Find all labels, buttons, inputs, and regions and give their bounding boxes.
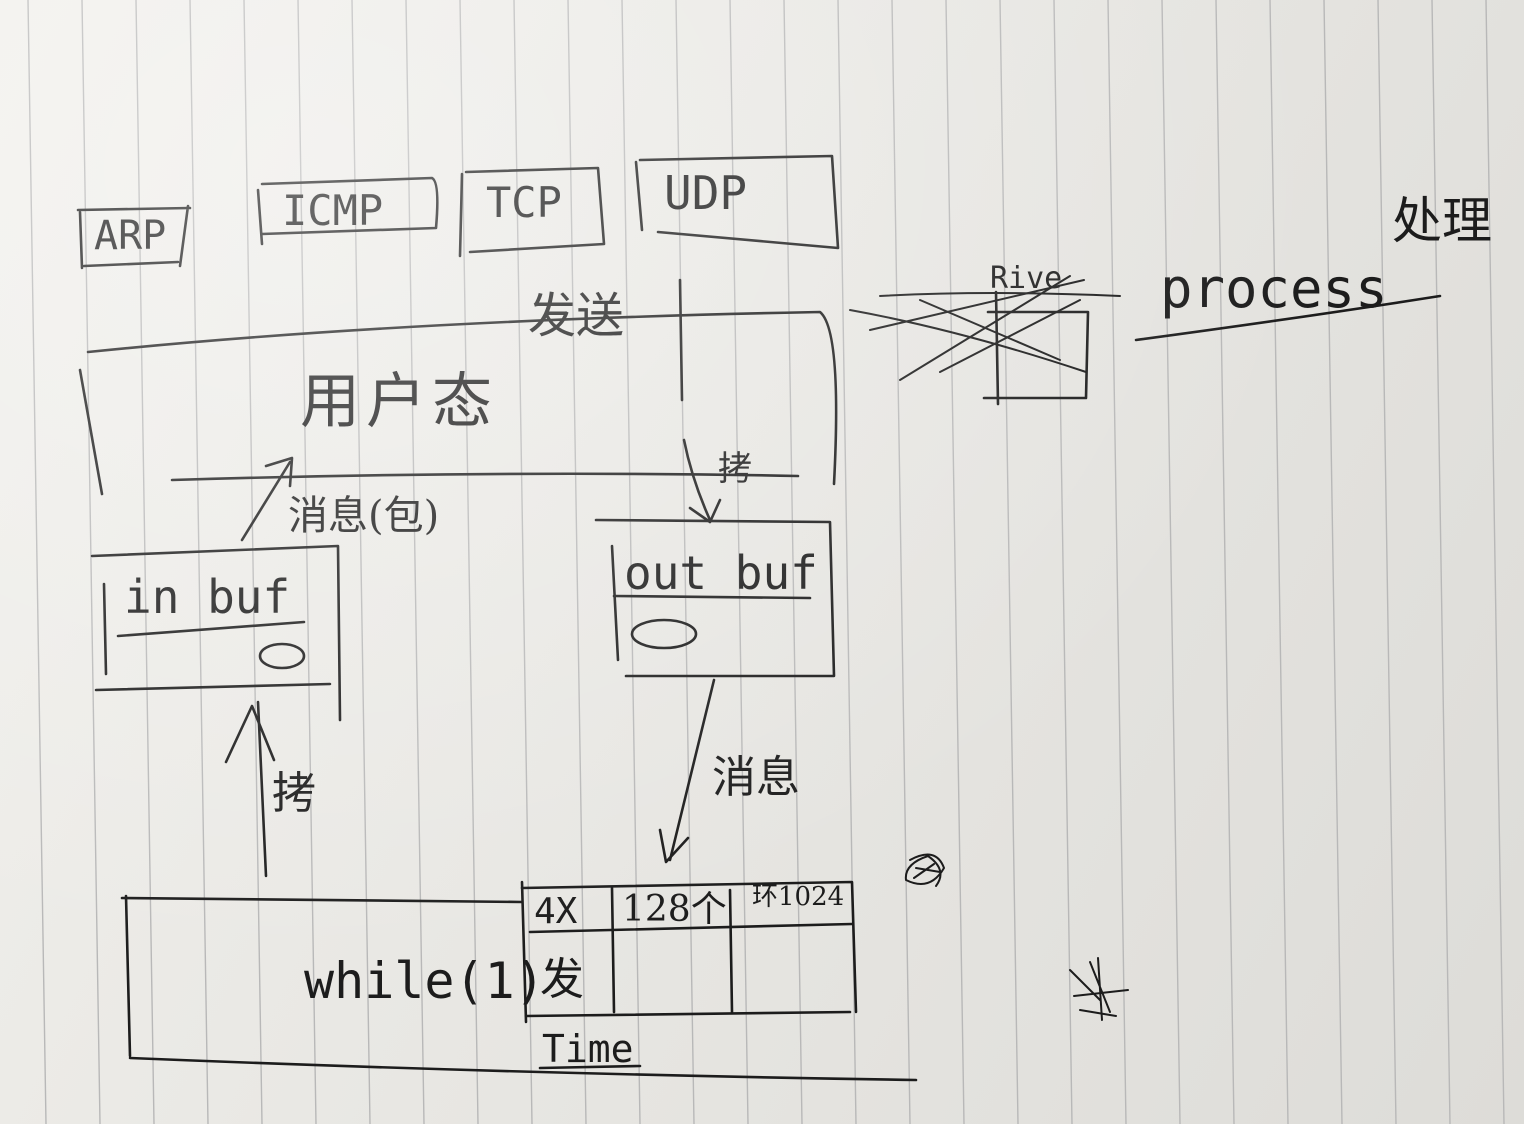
tcp-box — [458, 166, 606, 258]
in-buffer-title: in buf — [124, 570, 291, 624]
while-loop-frame — [120, 894, 918, 1082]
arrow-up-to-in-buffer — [224, 700, 276, 878]
process-note: 处理 — [1392, 192, 1492, 250]
notebook-rule-line — [1431, 0, 1451, 1124]
user-space-region — [78, 278, 838, 496]
user-space-top-line — [86, 310, 838, 486]
notebook-rule-line — [891, 0, 911, 1124]
notebook-rule-line — [297, 0, 317, 1124]
table-cell-2: 128个 — [622, 889, 727, 930]
send-label: 消息 — [712, 752, 800, 803]
notebook-rule-line — [1485, 0, 1505, 1124]
arrow-down-from-out-buffer — [658, 678, 716, 864]
table-footer-label: Time — [542, 1027, 634, 1071]
in-buffer-box — [90, 544, 342, 722]
copy-label-left: 拷 — [272, 768, 316, 819]
user-label-top: 发送 — [528, 288, 625, 344]
crossed-word: Rive — [990, 261, 1063, 296]
notebook-rule-line — [243, 0, 263, 1124]
while-loop-label: while(1) — [304, 952, 545, 1010]
notebook-rule-line — [729, 0, 749, 1124]
out-buffer-box — [594, 518, 836, 678]
crossed-out-box — [849, 275, 1121, 406]
notebook-rule-line — [999, 0, 1019, 1124]
process-label: process — [1160, 257, 1388, 320]
copy-arrow-in — [240, 456, 294, 542]
protocol-boxes — [76, 154, 840, 270]
notebook-rule-line — [27, 0, 47, 1124]
copy-arrow-out — [682, 438, 722, 524]
out-buffer-title: out buf — [624, 546, 818, 600]
user-space-bottom-line — [170, 472, 800, 482]
notebook-rule-line — [135, 0, 155, 1124]
notebook-rule-line — [351, 0, 371, 1124]
notebook-rule-line — [1053, 0, 1073, 1124]
notebook-rule-line — [81, 0, 101, 1124]
data-label: 消息(包) — [288, 493, 440, 539]
notebook-rule-line — [675, 0, 695, 1124]
notebook-rule-line — [1269, 0, 1289, 1124]
notebook-rule-line — [189, 0, 209, 1124]
arp-box — [76, 204, 192, 270]
table-cell-1: 4X — [534, 891, 578, 932]
notebook-rule-line — [513, 0, 533, 1124]
timing-table — [520, 880, 858, 1070]
table-row2-label: 发 — [540, 954, 584, 1005]
notebook-rule-line — [1161, 0, 1181, 1124]
notebook-rule-line — [1323, 0, 1343, 1124]
user-space-left-line — [78, 368, 104, 496]
arp-label: ARP — [94, 213, 167, 259]
notebook-rules — [27, 0, 1505, 1124]
notebook-rule-line — [459, 0, 479, 1124]
notebook-rule-line — [945, 0, 965, 1124]
notebook-rule-line — [783, 0, 803, 1124]
udp-box — [634, 154, 840, 250]
scribble-mark — [904, 853, 1129, 1021]
udp-label: UDP — [664, 166, 748, 220]
notebook-rule-line — [621, 0, 641, 1124]
copy-label-right: 拷 — [718, 449, 752, 489]
notebook-rule-line — [1107, 0, 1127, 1124]
table-cell-3: 环1024 — [752, 882, 845, 912]
tcp-label: TCP — [486, 178, 562, 227]
notebook-rule-line — [1377, 0, 1397, 1124]
user-space-divider — [678, 278, 684, 402]
process-underline — [1134, 294, 1442, 342]
user-space-label: 用户态 — [300, 367, 498, 437]
notebook-rule-line — [567, 0, 587, 1124]
icmp-label: ICMP — [282, 186, 384, 235]
notebook-rule-line — [405, 0, 425, 1124]
notebook-rule-line — [1215, 0, 1235, 1124]
icmp-box — [256, 176, 439, 246]
